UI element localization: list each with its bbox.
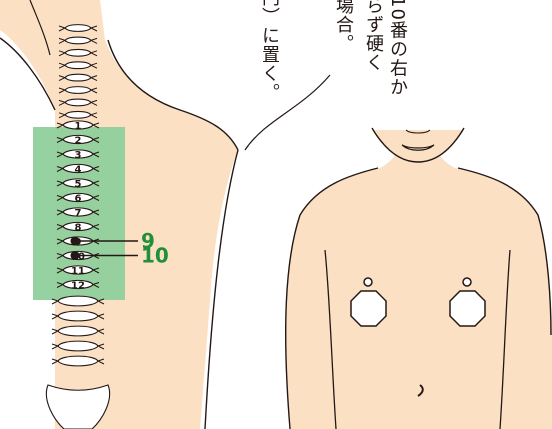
instruction-column-1: 10番の右か (386, 0, 408, 97)
vertebra-number-2: 2 (75, 136, 82, 147)
front-torso-skin (286, 130, 552, 429)
vertebra-number-5: 5 (75, 179, 82, 190)
acupoint-dot-9 (71, 237, 80, 246)
instruction-column-4: 門）に置く。 (258, 0, 280, 102)
vertebra-number-11: 11 (71, 266, 85, 277)
right-pad-octagon (450, 291, 485, 326)
vertebra-number-6: 6 (75, 194, 82, 205)
right-nipple (463, 278, 471, 286)
front-figure (245, 75, 552, 429)
vertebra-number-7: 7 (75, 208, 82, 219)
back-figure: 123456789101112 910 (0, 0, 238, 429)
left-nipple (364, 278, 372, 286)
vertebra-number-3: 3 (75, 150, 82, 161)
left-pad-octagon (351, 291, 386, 326)
acupoint-label-10: 10 (141, 244, 169, 268)
vertebra-number-12: 12 (71, 281, 85, 292)
vertebra-number-1: 1 (75, 121, 82, 132)
front-neck-skin (372, 130, 464, 160)
instruction-column-2: らず硬く (362, 0, 384, 72)
vertebra-number-4: 4 (75, 165, 82, 176)
acupoint-dot-10 (71, 251, 80, 260)
vertebra-number-8: 8 (75, 223, 82, 234)
instruction-column-3: 場合。 (332, 0, 354, 53)
